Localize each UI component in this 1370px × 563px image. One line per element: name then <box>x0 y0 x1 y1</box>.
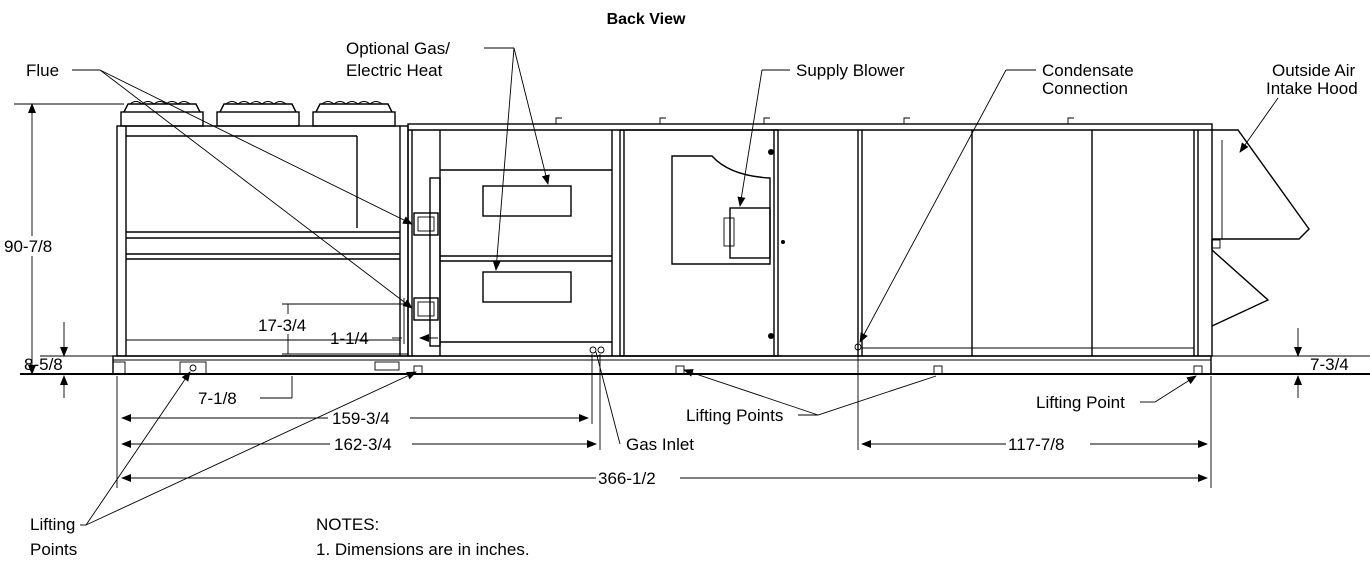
optional-heat-label-1: Optional Gas/ <box>346 39 450 58</box>
dim-condensate-to-end: 117-7/8 <box>1008 435 1064 454</box>
outside-air-label-2: Intake Hood <box>1266 79 1358 98</box>
lifting-point-right-label: Lifting Point <box>1036 393 1125 412</box>
dim-heat-offset: 1-1/4 <box>330 329 369 348</box>
dim-heat-section-height: 17-3/4 <box>258 316 306 335</box>
dim-overall-height: 90-7/8 <box>4 237 52 256</box>
flue-label: Flue <box>26 61 59 80</box>
note-item: 1. Dimensions are in inches. <box>316 540 530 559</box>
dim-base-height-left: 8-5/8 <box>24 355 63 374</box>
condenser-fan-1 <box>120 101 204 127</box>
gas-inlet-label: Gas Inlet <box>626 435 694 454</box>
optional-heat-label-2: Electric Heat <box>346 61 443 80</box>
dim-to-gas-inlet-1: 159-3/4 <box>332 409 390 428</box>
lifting-points-center-label: Lifting Points <box>686 406 783 425</box>
diagram-title: Back View <box>607 11 686 28</box>
notes-heading: NOTES: <box>316 515 379 534</box>
condensate-label-1: Condensate <box>1042 61 1134 80</box>
condenser-fan-2 <box>216 101 300 127</box>
dim-to-gas-inlet-2: 162-3/4 <box>334 435 392 454</box>
lifting-points-left-label-1: Lifting <box>30 515 75 534</box>
condensate-label-2: Connection <box>1042 79 1128 98</box>
dim-overall-length: 366-1/2 <box>598 469 656 488</box>
lifting-points-left-label-2: Points <box>30 540 77 559</box>
condenser-fan-3 <box>312 101 396 127</box>
dim-base-height-right: 7-3/4 <box>1310 355 1349 374</box>
supply-blower-label: Supply Blower <box>796 61 905 80</box>
unit-outline <box>20 101 1370 375</box>
dim-lifting-offset: 7-1/8 <box>198 389 237 408</box>
outside-air-label-1: Outside Air <box>1272 61 1355 80</box>
